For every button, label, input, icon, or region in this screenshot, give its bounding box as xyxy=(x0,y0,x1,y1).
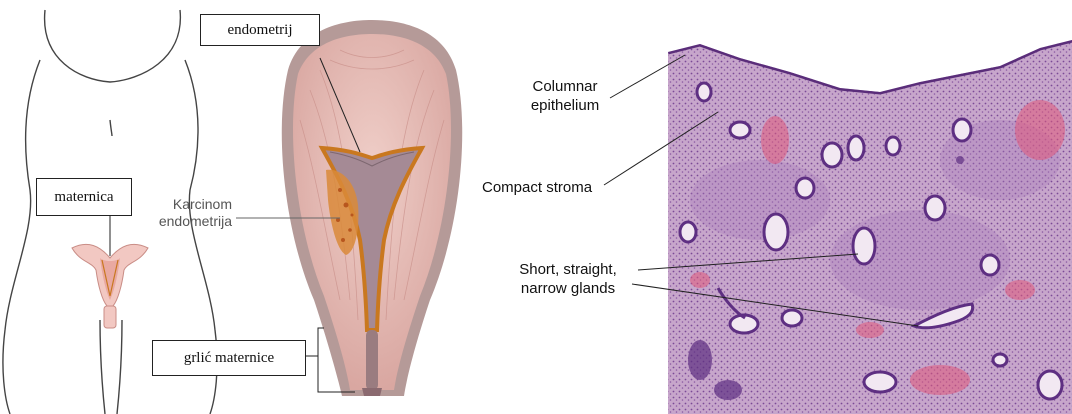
label-karcinom-line1: Karcinom xyxy=(140,196,232,213)
uterus-cross-section xyxy=(282,20,462,396)
label-glands-line2: narrow glands xyxy=(498,279,638,298)
label-karcinom-endometrija: Karcinom endometrija xyxy=(140,196,232,230)
label-compact-stroma: Compact stroma xyxy=(482,178,592,197)
label-grlic-maternice: grlić maternice xyxy=(152,340,306,376)
label-short-straight-glands: Short, straight, narrow glands xyxy=(498,260,638,298)
label-columnar-line2: epithelium xyxy=(520,96,610,115)
label-endometrij: endometrij xyxy=(200,14,320,46)
label-maternica: maternica xyxy=(36,178,132,216)
label-glands-line1: Short, straight, xyxy=(498,260,638,279)
label-karcinom-line2: endometrija xyxy=(140,213,232,230)
label-columnar-epithelium: Columnar epithelium xyxy=(520,77,610,115)
histology-micrograph xyxy=(668,30,1072,414)
label-columnar-line1: Columnar xyxy=(520,77,610,96)
small-uterus-icon xyxy=(72,208,148,328)
